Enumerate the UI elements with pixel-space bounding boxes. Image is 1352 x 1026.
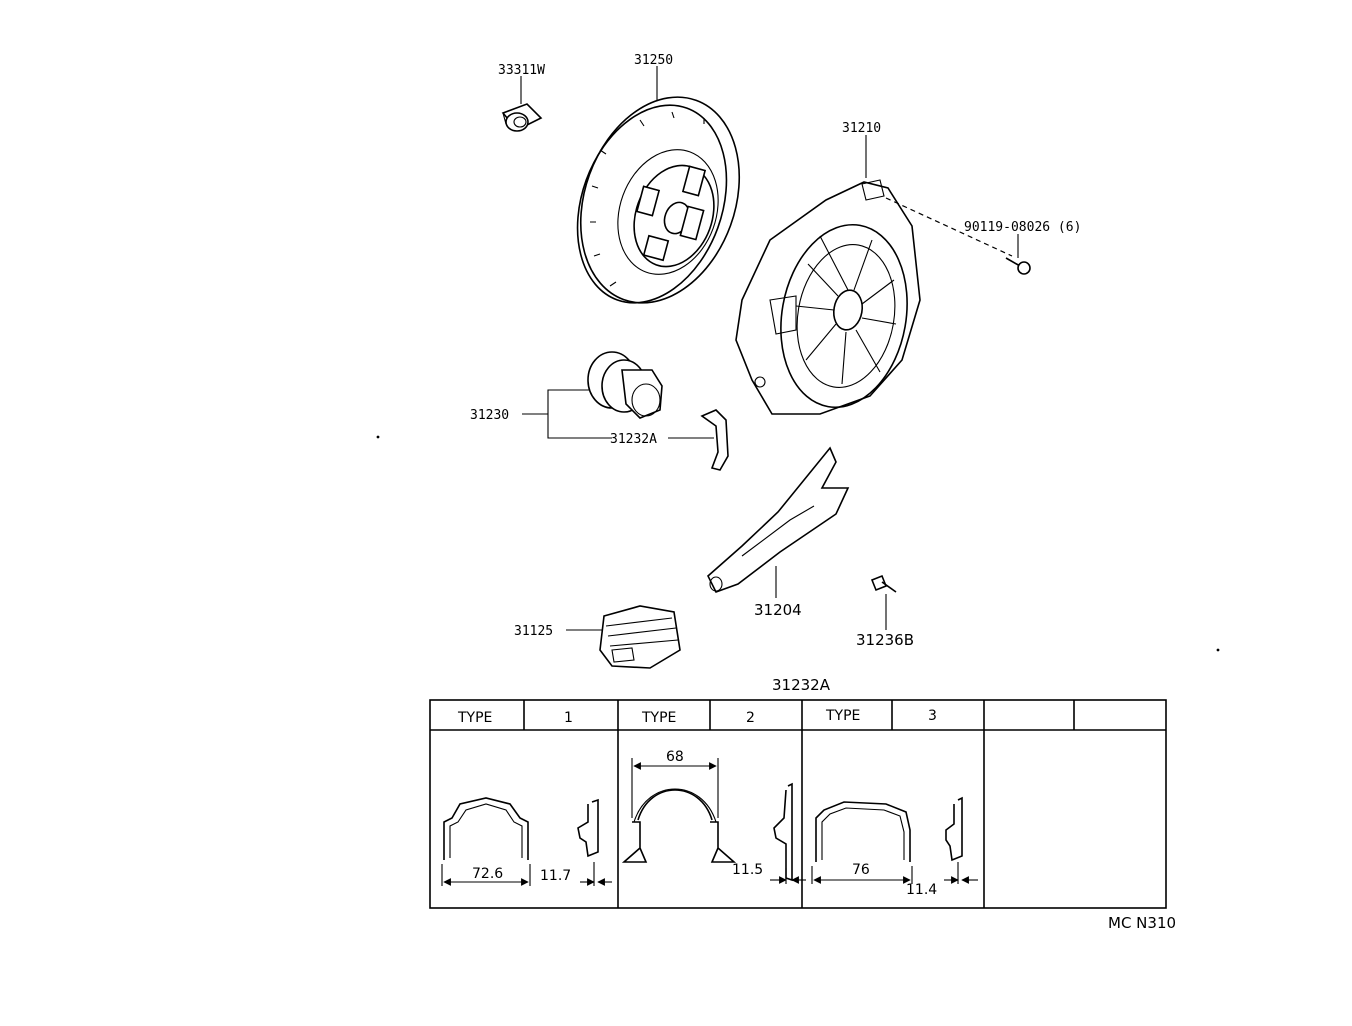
diagram-code: MC N310 <box>1108 914 1176 932</box>
label-31125: 31125 <box>514 624 553 639</box>
label-31232a: 31232A <box>610 432 657 447</box>
label-31250: 31250 <box>634 53 673 68</box>
table-title: 31232A <box>772 676 831 694</box>
speck <box>376 435 380 439</box>
pilot-bearing-33311w <box>501 76 543 132</box>
clip-type-2-drawing <box>621 758 806 884</box>
type1-width-dim: 72.6 <box>472 866 503 882</box>
type-value-3: 3 <box>928 708 937 724</box>
label-31204: 31204 <box>754 601 802 619</box>
label-90119-08026: 90119-08026 (6) <box>964 220 1081 235</box>
label-31236b: 31236B <box>856 631 914 649</box>
type-value-1: 1 <box>564 710 573 726</box>
type1-depth-dim: 11.7 <box>540 868 571 884</box>
stud-31236b <box>870 574 897 630</box>
type-label-2: TYPE <box>641 710 676 726</box>
clip-type-3-drawing <box>811 796 978 884</box>
clutch-disc-31250 <box>576 66 741 304</box>
bolt-90119-08026 <box>885 197 1031 275</box>
type3-width-dim: 76 <box>852 862 870 878</box>
label-31210: 31210 <box>842 121 881 136</box>
label-33311w: 33311W <box>498 63 545 78</box>
label-31230: 31230 <box>470 408 509 423</box>
type-label-1: TYPE <box>457 710 492 726</box>
type-label-3: TYPE <box>825 708 860 724</box>
boot-31125 <box>599 605 681 669</box>
type3-depth-dim: 11.4 <box>906 882 937 898</box>
type-value-2: 2 <box>746 710 755 726</box>
release-bearing-31230 <box>587 351 663 419</box>
type2-depth-dim: 11.5 <box>732 862 763 878</box>
clutch-cover-31210 <box>735 135 921 415</box>
clip-type-1-drawing <box>441 797 612 886</box>
release-clip-31232a <box>700 409 729 471</box>
speck <box>1216 648 1220 652</box>
release-fork-31204 <box>707 446 850 593</box>
clip-type-table <box>429 699 1167 909</box>
type2-width-dim: 68 <box>666 749 684 765</box>
